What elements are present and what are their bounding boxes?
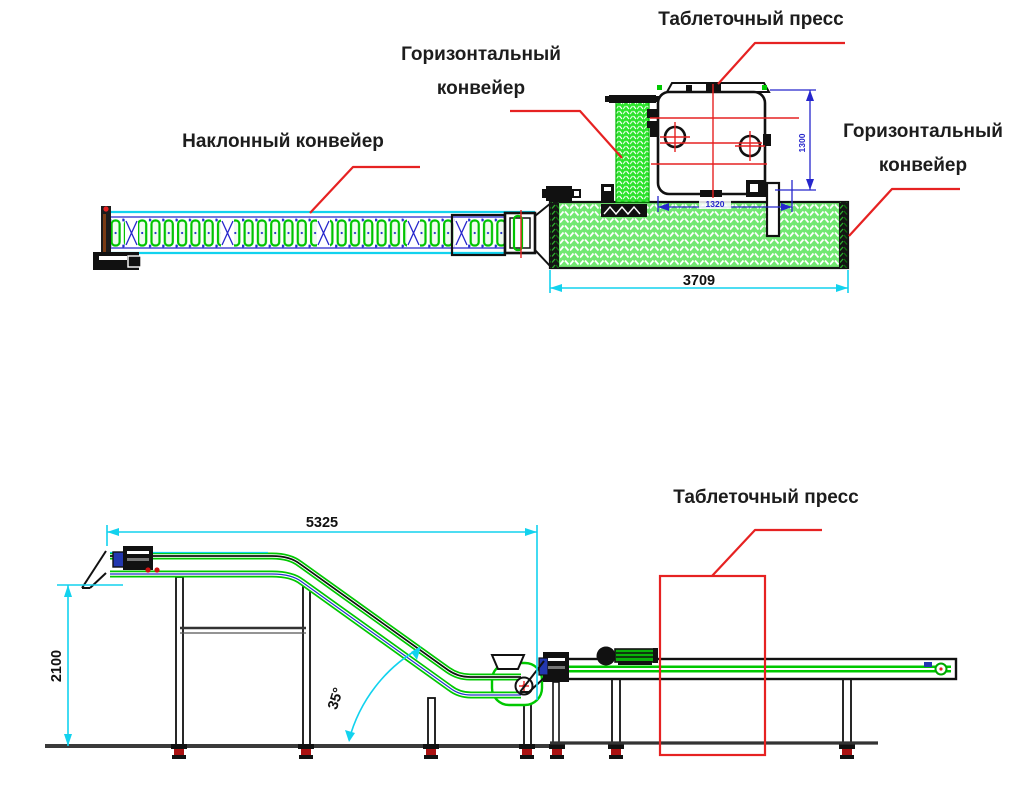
conveyor-drive-motor bbox=[538, 652, 569, 682]
dim-5325: 5325 bbox=[106, 513, 538, 700]
top-plan-view: 1300 1320 bbox=[93, 9, 1003, 293]
label-horizontal-conveyor-mid-2: конвейер bbox=[437, 78, 525, 99]
press-dimensions: 1300 1320 bbox=[657, 89, 816, 212]
belt-band-lower bbox=[110, 570, 521, 699]
leader-horizontal-conveyor-mid bbox=[510, 109, 623, 159]
inclined-conveyor-plan bbox=[93, 202, 552, 270]
head-discharge-chute bbox=[81, 550, 107, 589]
label-horizontal-conveyor-right-1: Горизонтальный bbox=[843, 121, 1003, 142]
tail-hopper bbox=[490, 654, 526, 670]
dim-press-width: 1320 bbox=[706, 199, 725, 209]
tail-frame bbox=[503, 202, 552, 268]
drive-motor-small-1 bbox=[542, 186, 581, 201]
conveyor-end-roller-right bbox=[839, 202, 848, 268]
dim-incline-angle: 35° bbox=[325, 686, 347, 712]
top-gearmotor bbox=[596, 646, 658, 666]
top-view-annotations: Таблеточный пресс Горизонтальный конвейе… bbox=[182, 9, 1003, 237]
leveling-feet bbox=[171, 744, 855, 759]
dim-incline-length: 5325 bbox=[306, 515, 338, 531]
side-elevation-view: 5325 2100 35° Таблеточный пресс bbox=[45, 487, 958, 759]
label-inclined-conveyor: Наклонный конвейер bbox=[182, 131, 384, 152]
incline-drive-motor bbox=[112, 546, 153, 570]
right-end-pulley bbox=[924, 662, 948, 676]
dim-angle-35: 35° bbox=[325, 646, 421, 742]
horizontal-conveyor-plan bbox=[542, 184, 850, 270]
side-view-annotations: Таблеточный пресс bbox=[673, 487, 859, 577]
dim-incline-height: 2100 bbox=[49, 650, 65, 682]
leader-horizontal-conveyor-right bbox=[848, 187, 960, 237]
incline-support-frame bbox=[175, 576, 532, 747]
dim-2100: 2100 bbox=[49, 584, 123, 746]
press-handle bbox=[746, 180, 781, 238]
leader-inclined-conveyor bbox=[309, 165, 420, 214]
tablet-press-plan bbox=[650, 82, 799, 238]
inspection-cells bbox=[125, 217, 468, 249]
drive-motor-small-2 bbox=[601, 184, 614, 201]
horizontal-conveyor-side bbox=[519, 646, 958, 746]
label-tablet-press-top: Таблеточный пресс bbox=[658, 9, 844, 30]
leader-tablet-press-bottom bbox=[711, 528, 822, 577]
label-horizontal-conveyor-right-2: конвейер bbox=[879, 155, 967, 176]
dim-3709: 3709 bbox=[549, 270, 849, 293]
incline-belt bbox=[81, 546, 544, 707]
conveyor-end-roller-left bbox=[550, 202, 559, 268]
head-drum bbox=[101, 206, 111, 261]
dim-horizontal-length: 3709 bbox=[683, 273, 715, 289]
transfer-shadow-chevrons bbox=[601, 204, 647, 217]
label-horizontal-conveyor-mid-1: Горизонтальный bbox=[401, 44, 561, 65]
press-centerlines bbox=[650, 84, 799, 198]
leader-tablet-press-top bbox=[717, 41, 845, 85]
dim-press-height: 1300 bbox=[797, 133, 807, 152]
label-tablet-press-bottom: Таблеточный пресс bbox=[673, 487, 859, 508]
drive-motor-incline-plan bbox=[93, 252, 142, 270]
